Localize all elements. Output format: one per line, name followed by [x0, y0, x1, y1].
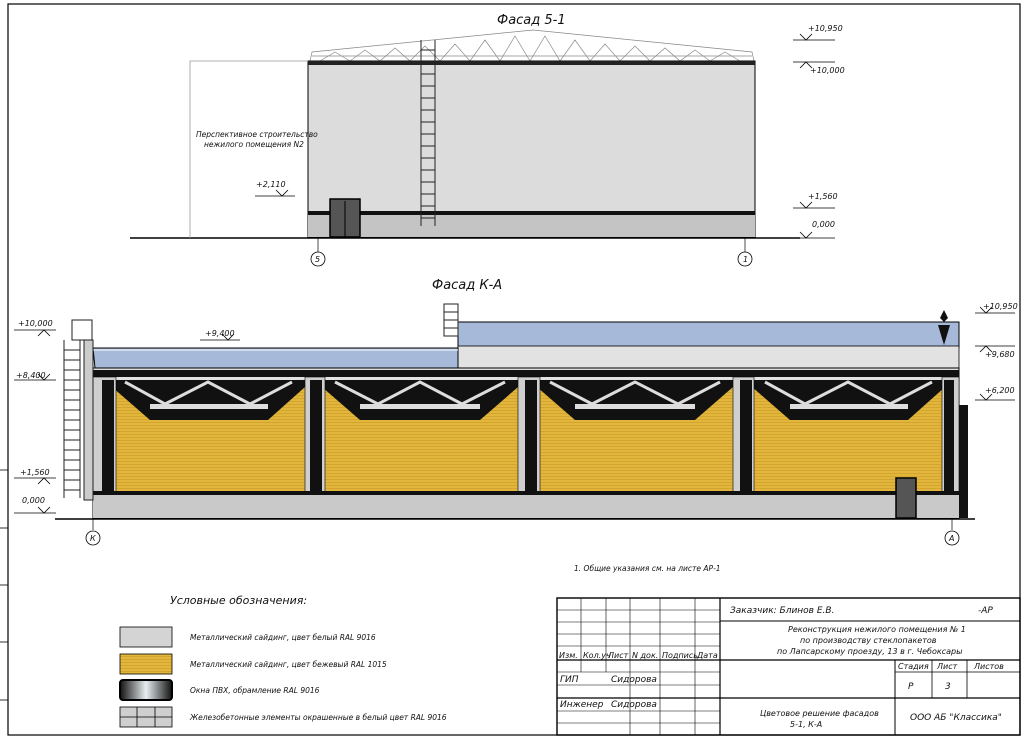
trusses	[112, 380, 945, 420]
level-6200-bottom: +6,200	[985, 386, 1015, 395]
level-marks-top	[255, 33, 835, 239]
hdr-data: Дата	[696, 651, 718, 660]
legend-label-1: Металлический сайдинг, цвет белый RAL 90…	[190, 633, 376, 642]
margin-ticks	[0, 469, 8, 701]
axis-5: 5	[310, 238, 326, 267]
plinth	[308, 215, 755, 237]
company: ООО АБ "Классика"	[910, 713, 1002, 723]
svg-text:1: 1	[743, 255, 748, 264]
level-1560-top: +1,560	[808, 192, 838, 201]
level-8400-bottom: +8,400	[16, 371, 46, 380]
ladder-top	[420, 40, 436, 226]
sheet-title-1: Цветовое решение фасадов	[760, 709, 879, 718]
level-0000-bottom: 0,000	[22, 496, 45, 505]
level-1560-bottom: +1,560	[20, 468, 50, 477]
axis-1: 1	[737, 238, 753, 267]
roof-high-blue	[457, 321, 960, 349]
axis-k: К	[85, 519, 101, 546]
sheet-value: 3	[945, 682, 951, 692]
hdr-ndok: N док.	[632, 651, 658, 660]
legend-title: Условные обозначения:	[170, 594, 307, 607]
columns	[92, 376, 960, 519]
sheets-label: Листов	[973, 662, 1004, 671]
facade-5-1: Фасад 5-1 Перспективное строительство не…	[130, 13, 845, 267]
level-9680-bottom: +9,680	[985, 350, 1015, 359]
level-10000-bottom: +10,000	[18, 319, 53, 328]
level-0000-top: 0,000	[812, 220, 835, 229]
facade-bottom-title: Фасад К-А	[432, 278, 502, 293]
hdr-list: Лист	[607, 651, 629, 660]
legend-label-2: Металлический сайдинг, цвет бежевый RAL …	[190, 660, 387, 669]
customer: Заказчик: Блинов Е.В.	[730, 606, 834, 616]
roof-truss-top	[309, 29, 755, 62]
stage-value: Р	[908, 682, 914, 692]
wall-white-siding	[307, 60, 756, 238]
future-note-line2: нежилого помещения N2	[204, 140, 304, 149]
roof-low-blue	[92, 347, 459, 369]
role-gip: ГИП	[560, 675, 579, 685]
future-building-outline	[189, 60, 308, 238]
legend-swatch-beige	[119, 653, 173, 675]
title-block-text: Заказчик: Блинов Е.В. -АР Реконструкция …	[559, 606, 1004, 729]
plinth-band-bottom	[93, 491, 959, 495]
facade-k-a: Фасад К-А	[14, 278, 1018, 546]
legend: Условные обозначения: Металлический сайд…	[119, 594, 447, 728]
door-bottom	[895, 477, 917, 519]
level-9400-bottom: +9,400	[205, 329, 235, 338]
project-line-3: по Лапсарскому проезду, 13 в г. Чебоксар…	[777, 647, 962, 656]
plinth-bottom	[93, 495, 959, 518]
sheet-frame	[7, 3, 1021, 736]
future-note-line1: Перспективное строительство	[196, 130, 318, 139]
level-10950-top: +10,950	[808, 24, 843, 33]
sheet-label: Лист	[936, 662, 958, 671]
vent-top-right	[938, 310, 950, 345]
side-drain	[959, 405, 968, 518]
sheet-title-2: 5-1, К-А	[790, 720, 822, 729]
general-note: 1. Общие указания см. на листе АР-1	[574, 564, 721, 573]
top-beam	[93, 370, 959, 377]
name-engineer: Сидорова	[611, 700, 657, 710]
parapet-high	[457, 345, 960, 369]
ladder-bottom	[63, 319, 94, 501]
facade-top-title: Фасад 5-1	[497, 13, 566, 28]
name-gip: Сидорова	[611, 675, 657, 685]
svg-text:К: К	[90, 534, 96, 543]
legend-swatch-concrete	[119, 706, 173, 728]
hdr-podpis: Подпись	[662, 651, 698, 660]
svg-text:А: А	[948, 534, 954, 543]
legend-label-4: Железобетонные элементы окрашенные в бел…	[189, 713, 447, 722]
role-engineer: Инженер	[560, 700, 604, 710]
doc-code: -АР	[978, 606, 993, 616]
level-10950-bottom: +10,950	[983, 302, 1018, 311]
plinth-band	[308, 211, 755, 215]
legend-swatch-window	[119, 679, 173, 701]
cornice-band	[308, 61, 755, 65]
level-marks-bottom	[14, 306, 1015, 514]
stage-label: Стадия	[898, 662, 929, 671]
project-line-2: по производству стеклопакетов	[800, 636, 937, 645]
hdr-izm: Изм.	[559, 651, 578, 660]
title-block	[556, 597, 1021, 736]
svg-text:5: 5	[315, 255, 320, 264]
project-line-1: Реконструкция нежилого помещения № 1	[788, 625, 966, 634]
vent-top-mid	[443, 303, 459, 337]
level-2110-top: +2,110	[256, 180, 286, 189]
axis-a: А	[944, 519, 960, 546]
level-10000-top: +10,000	[810, 66, 845, 75]
hdr-kolvo: Кол.уч	[583, 651, 611, 660]
legend-label-3: Окна ПВХ, обрамление RAL 9016	[190, 686, 320, 695]
truss-webs	[124, 380, 933, 406]
legend-swatch-white	[119, 626, 173, 648]
